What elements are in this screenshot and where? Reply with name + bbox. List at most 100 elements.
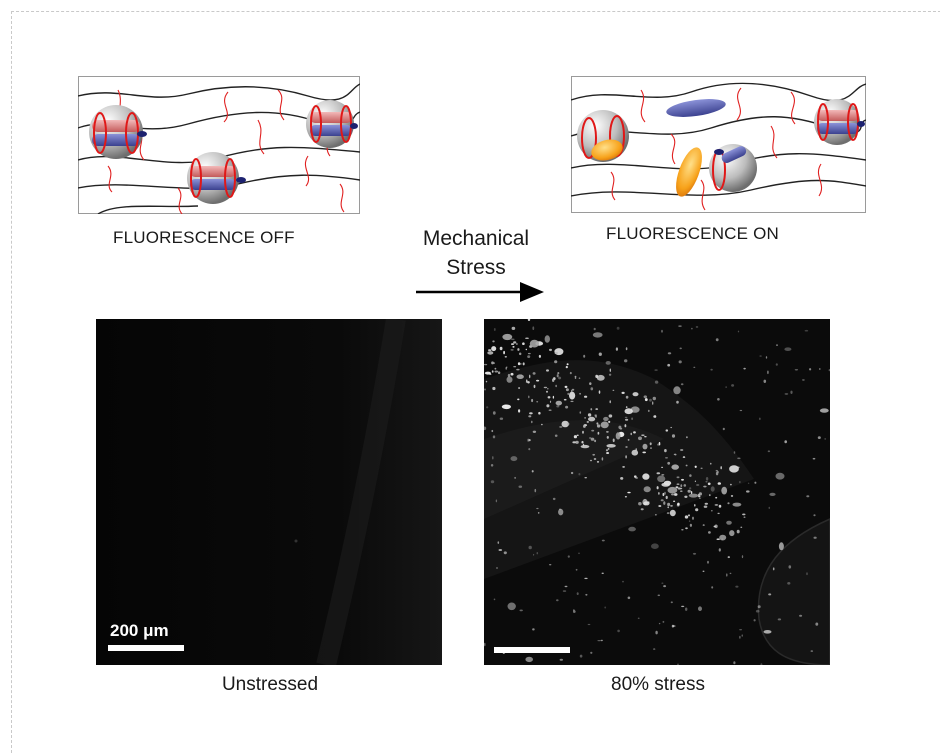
schematic-fluorescence-off [78, 76, 360, 214]
fluorescent-speck [562, 590, 567, 592]
fluorescent-speck [711, 510, 713, 512]
fluorescent-speck [813, 536, 817, 539]
fluorescent-speck [528, 448, 531, 451]
fluorescent-speck [554, 360, 558, 364]
fluorescent-speck [739, 480, 741, 484]
fluorescent-speck [624, 496, 627, 498]
fluorescent-speck [643, 486, 651, 493]
fluorescent-speck [502, 333, 513, 341]
fluorescent-speck [586, 421, 589, 423]
fluorescent-speck [484, 371, 491, 375]
fluorescent-speck [490, 464, 494, 467]
scale-bar [108, 645, 184, 651]
fluorescent-speck [513, 366, 517, 368]
fluorescent-speck [730, 483, 732, 486]
fluorescent-speck [525, 348, 527, 351]
fluorescent-speck [633, 431, 636, 434]
fluorescent-speck [494, 370, 499, 373]
fluorescent-speck [628, 526, 636, 532]
fluorescent-speck [538, 354, 541, 358]
caption-unstressed: Unstressed [221, 674, 319, 695]
fluorescent-speck [717, 398, 720, 401]
fluorescent-speck [604, 606, 607, 609]
fluorescent-speck [681, 605, 685, 608]
fluorescent-speck [653, 648, 656, 650]
fluorescent-speck [705, 477, 709, 481]
fluorescent-speck [556, 405, 560, 408]
fluorescent-speck [632, 392, 639, 397]
fluorescent-speck [680, 484, 683, 488]
fluorescent-speck [571, 389, 573, 393]
fluorescent-speck [665, 495, 668, 500]
fluorescent-speck [492, 456, 494, 460]
scale-bar-label: 200 μm [110, 621, 169, 640]
activated-capsule-1 [577, 110, 629, 162]
fluorescent-speck [647, 409, 650, 412]
fluorescent-speck [573, 610, 576, 613]
fluorescent-speck [653, 415, 657, 418]
fluorescent-speck [732, 502, 742, 507]
fluorescent-speck [675, 486, 679, 489]
fluorescent-speck [670, 426, 673, 429]
fluorescent-speck [691, 327, 693, 330]
fluorescent-speck [569, 371, 572, 375]
fluorescent-speck [526, 379, 528, 383]
fluorescent-speck [679, 347, 682, 350]
fluorescent-speck [618, 425, 622, 429]
fluorescent-speck [612, 438, 615, 443]
fluorescent-speck [667, 486, 678, 494]
fluorescent-speck [491, 429, 494, 433]
fluorescent-speck [624, 416, 628, 419]
fluorescent-speck [741, 634, 743, 637]
fluorescent-speck [673, 386, 681, 395]
fluorescent-speck [661, 482, 670, 487]
fluorescent-speck [649, 442, 652, 446]
fluorescent-speck [596, 424, 601, 428]
fluorescent-speck [722, 427, 725, 431]
fluorescent-speck [532, 326, 535, 330]
fluorescent-speck [528, 439, 531, 442]
fluorescent-speck [511, 343, 514, 345]
fluorescent-speck [700, 467, 703, 469]
fluorescent-speck [552, 497, 556, 501]
fluorescent-speck [687, 489, 691, 493]
fluorescent-speck [527, 438, 529, 442]
fluorescent-speck [650, 447, 652, 449]
fluorescent-speck [583, 424, 586, 428]
fluorescent-speck [767, 450, 771, 453]
fluorescent-speck [686, 436, 688, 439]
fluorescent-speck [495, 499, 498, 503]
fluorescent-speck [670, 505, 673, 507]
fluorescent-speck [578, 473, 581, 476]
fluorescent-speck [663, 501, 666, 505]
fluorescent-speck [711, 586, 714, 589]
fluorescent-speck [587, 623, 591, 626]
fluorescent-speck [578, 377, 581, 379]
fluorescent-speck [689, 523, 692, 527]
fluorescent-speck [690, 491, 693, 495]
schematic-fluorescence-on [571, 76, 866, 213]
fluorescent-speck [714, 504, 719, 506]
fluorescent-speck [809, 368, 812, 371]
fluorescent-speck [494, 367, 497, 370]
fluorescent-speck [665, 457, 668, 459]
fluorescent-speck [591, 429, 595, 432]
fluorescent-speck [537, 512, 540, 514]
fluorescent-speck [747, 482, 750, 484]
fluorescent-speck [657, 594, 661, 597]
fluorescent-speck [498, 549, 503, 551]
fluorescent-speck [606, 444, 616, 448]
fluorescent-speck [533, 384, 536, 389]
fluorescent-speck [527, 355, 531, 358]
fluorescent-speck [617, 629, 620, 633]
fluorescent-speck [547, 396, 551, 399]
fluorescent-speck [598, 390, 601, 394]
fluorescent-speck [740, 526, 743, 528]
fluorescent-speck [737, 457, 741, 460]
fluorescent-speck [680, 449, 684, 451]
fluorescent-speck [819, 408, 829, 413]
fluorescent-speck [656, 486, 659, 490]
fluorescent-speck [590, 651, 593, 654]
fluorescent-speck [698, 606, 702, 611]
fluorescent-speck [676, 400, 679, 404]
